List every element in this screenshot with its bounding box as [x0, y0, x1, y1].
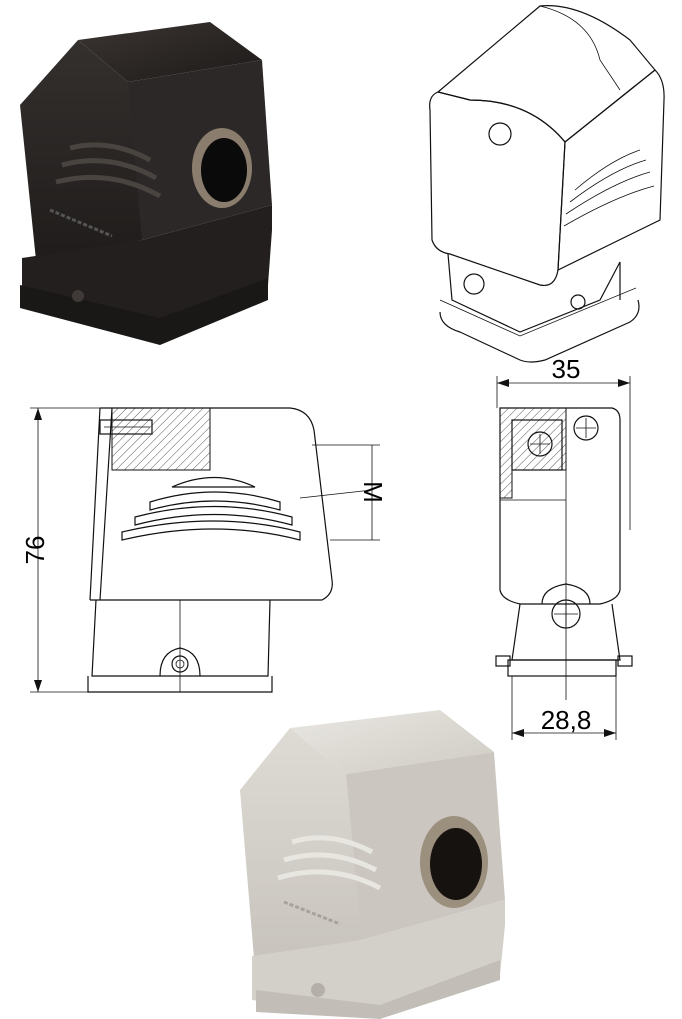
- housing-line-drawing-3d: [429, 5, 665, 363]
- side-view-drawing: [30, 407, 380, 693]
- black-housing-photo: [20, 22, 272, 345]
- height-dimension-label: 76: [20, 536, 50, 565]
- thread-dimension-label: M: [358, 481, 388, 503]
- width-bottom-dimension-label: 28,8: [541, 705, 592, 735]
- width-top-dimension-label: 35: [552, 354, 581, 384]
- front-view-drawing: [495, 376, 633, 740]
- grey-housing-photo: [240, 710, 505, 1019]
